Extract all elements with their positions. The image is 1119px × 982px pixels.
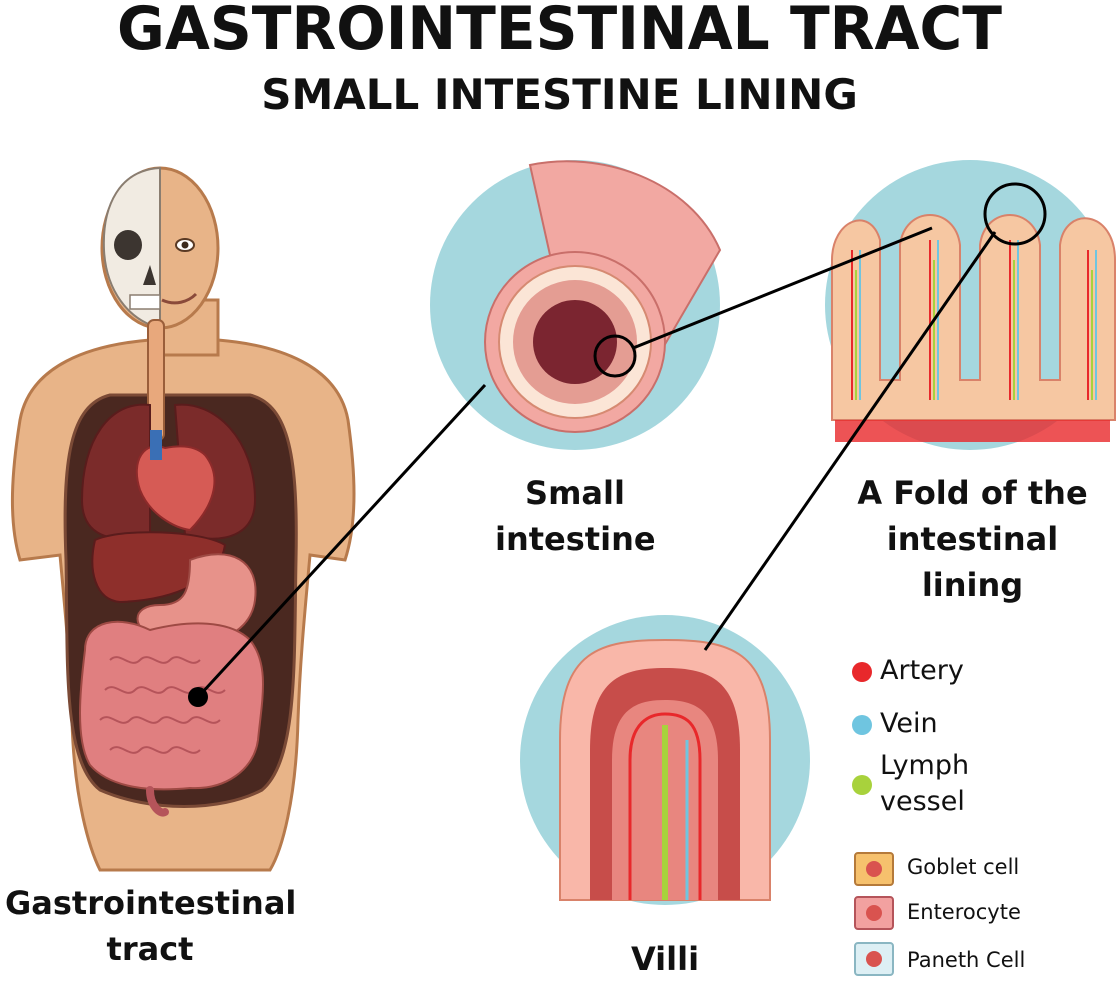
human-body-illustration: [10, 166, 356, 872]
legend-goblet: Goblet cell: [907, 855, 1020, 879]
label-villi: Villi: [630, 940, 700, 978]
legend-lymph: Lymph vessel: [880, 750, 970, 817]
legend-paneth: Paneth Cell: [907, 948, 1026, 972]
page-title: GASTROINTESTINAL TRACT: [117, 0, 1002, 64]
page-subtitle: SMALL INTESTINE LINING: [261, 70, 858, 119]
connector-lines: [188, 226, 997, 707]
small-intestine-illustration: [430, 160, 722, 450]
pointer-dot: [188, 687, 208, 707]
lymph-dot: [852, 775, 872, 795]
vein-dot: [852, 715, 872, 735]
label-small-intestine: Small intestine: [495, 474, 656, 558]
legend-vein: Vein: [880, 708, 938, 739]
villi-illustration: [520, 615, 810, 905]
artery-dot: [852, 662, 872, 682]
legend-artery: Artery: [880, 655, 964, 686]
legend-enterocyte: Enterocyte: [907, 900, 1021, 924]
label-fold: A Fold of the intestinal lining: [857, 474, 1088, 604]
label-gi-tract: Gastrointestinal tract: [5, 884, 297, 968]
legend-swatches: [854, 852, 894, 976]
intestinal-fold-illustration: [825, 160, 1116, 450]
